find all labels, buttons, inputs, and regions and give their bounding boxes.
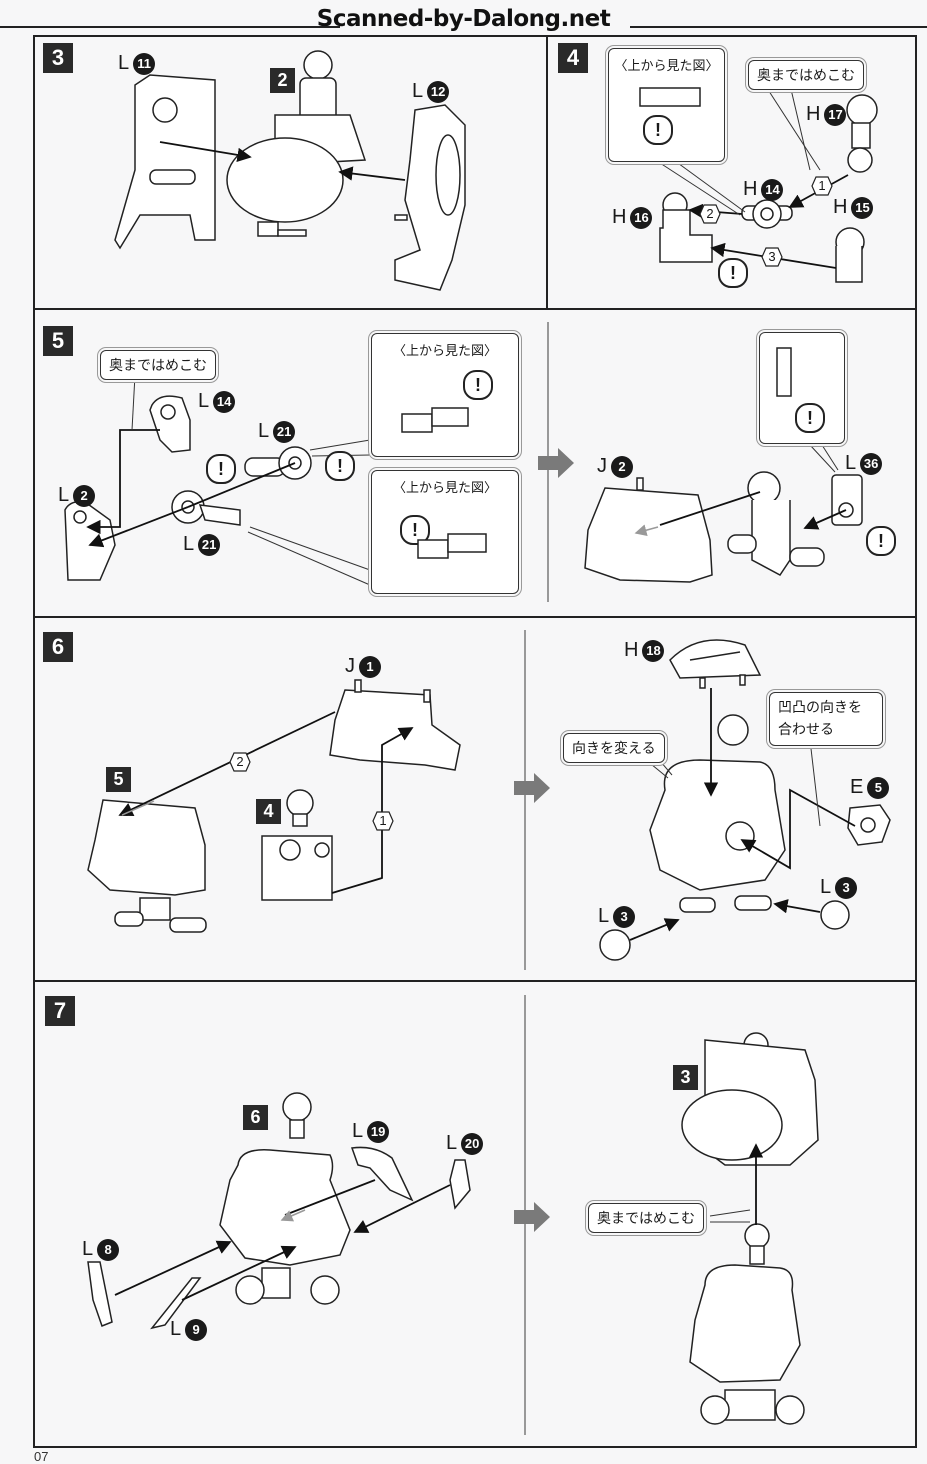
step6-assembly-shape <box>649 714 786 913</box>
part-h14-shape <box>741 199 793 229</box>
watermark: Scanned-by-Dalong.net <box>316 6 611 32</box>
step-number: 7 <box>45 996 75 1026</box>
callout-push-fully: 奥まではめこむ <box>588 1203 704 1233</box>
order-badge-3: 3 <box>761 247 783 267</box>
top-view-panel: 〈上から見た図〉 <box>608 48 725 162</box>
callout-change-direction: 向きを変える <box>563 733 665 763</box>
sub-assembly-badge: 6 <box>243 1105 268 1130</box>
sub-assembly-5-shape <box>87 799 207 933</box>
sub-assembly-4-shape <box>261 789 333 901</box>
part-l12-shape <box>394 104 466 291</box>
row-divider-3 <box>33 980 917 982</box>
part-l21b-shape <box>171 490 241 526</box>
page-number: 07 <box>34 1449 49 1464</box>
sub-assembly-badge: 3 <box>673 1065 698 1090</box>
part-l9-shape <box>150 1277 202 1330</box>
header-rule-left <box>0 26 340 28</box>
caution-icon: ! <box>206 454 236 484</box>
step7-sub6-shape <box>219 1092 351 1305</box>
part-l2-shape <box>64 500 116 581</box>
caution-icon: ! <box>643 115 673 145</box>
order-badge-2: 2 <box>699 204 721 224</box>
part-e5-shape <box>847 804 891 846</box>
sub-assembly-badge: 2 <box>270 68 295 93</box>
caution-icon: ! <box>795 403 825 433</box>
top-view-title: 〈上から見た図〉 <box>392 344 497 359</box>
sub-assembly-3-shape <box>681 1032 819 1166</box>
page-frame <box>33 35 917 1448</box>
step6-split-line <box>524 630 526 970</box>
step-number: 3 <box>43 43 73 73</box>
assembly-step5-shape <box>727 471 825 576</box>
caution-icon: ! <box>400 515 430 545</box>
order-badge-2: 2 <box>229 752 251 772</box>
next-arrow-icon <box>514 1202 550 1232</box>
header-rule-right <box>630 26 927 28</box>
part-l8-shape <box>87 1261 113 1327</box>
row-divider-2 <box>33 616 917 618</box>
caution-icon: ! <box>866 526 896 556</box>
top-view-title: 〈上から見た図〉 <box>392 481 497 496</box>
callout-match-bumps: 凹凸の向きを合わせる <box>769 692 883 746</box>
part-j2-shape <box>584 477 713 583</box>
caution-icon: ! <box>463 370 493 400</box>
order-badge-1: 1 <box>811 176 833 196</box>
next-arrow-icon <box>514 773 550 803</box>
callout-push-fully: 奥まではめこむ <box>748 60 864 90</box>
row-divider-1 <box>33 308 917 310</box>
top-view-title: 〈上から見た図〉 <box>614 59 719 74</box>
part-l20-shape <box>449 1159 471 1210</box>
step3-step4-divider <box>546 35 548 308</box>
part-l3-left-shape <box>599 929 631 961</box>
part-h18-shape <box>669 639 762 689</box>
top-view-panel: 〈上から見た図〉 <box>371 470 519 594</box>
top-view-panel: 〈上から見た図〉 <box>371 333 519 457</box>
part-h16-shape <box>659 192 713 263</box>
part-j1-shape <box>329 679 461 771</box>
order-badge-1: 1 <box>372 811 394 831</box>
part-h15-shape <box>835 227 865 283</box>
step-number: 5 <box>43 326 73 356</box>
caution-icon: ! <box>325 451 355 481</box>
sub-assembly-badge: 5 <box>106 767 131 792</box>
part-l14-shape <box>149 395 191 453</box>
part-l36-shape <box>831 474 863 526</box>
step-number: 4 <box>558 43 588 73</box>
sub-assembly-badge: 4 <box>256 799 281 824</box>
part-l11-shape <box>114 74 216 250</box>
step-number: 6 <box>43 632 73 662</box>
next-arrow-icon <box>538 448 574 478</box>
part-sub2-shape <box>226 50 367 237</box>
step7-assembly-shape <box>689 1223 805 1425</box>
part-l3-right-shape <box>820 900 850 930</box>
caution-icon: ! <box>718 258 748 288</box>
callout-push-fully: 奥まではめこむ <box>100 350 216 380</box>
part-l21a-shape <box>244 446 312 480</box>
part-h17-shape <box>846 94 878 173</box>
part-l19-shape <box>350 1146 414 1202</box>
